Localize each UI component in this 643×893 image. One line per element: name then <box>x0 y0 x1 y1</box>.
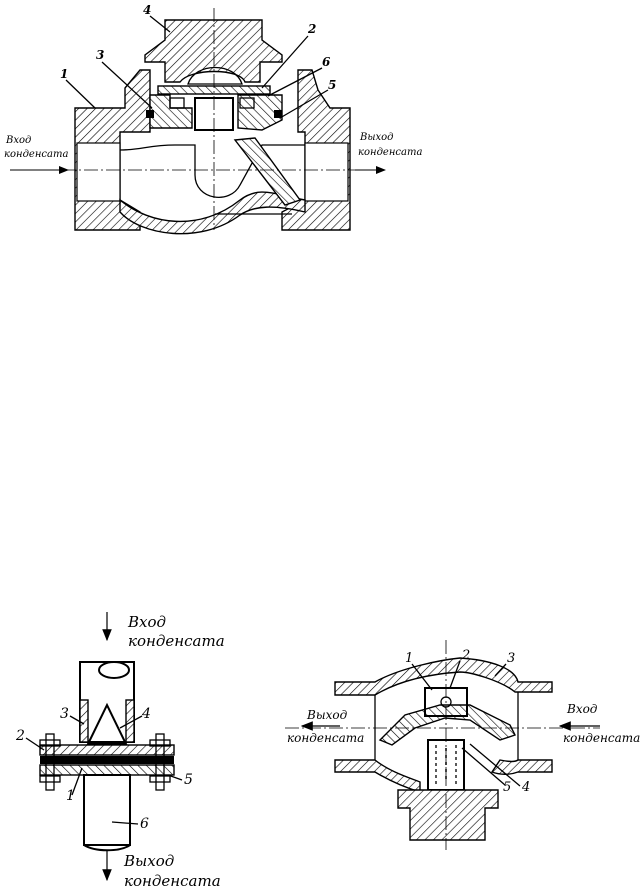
left-inlet-label-1: Вход <box>127 613 166 631</box>
right-plug <box>397 789 499 841</box>
left-outlet-label-1: Выход <box>123 852 174 870</box>
top-callout-4: 4 <box>143 3 151 17</box>
left-callout-6: 6 <box>140 816 149 832</box>
right-outlet-label-2: конденсата <box>287 731 364 745</box>
right-callout-5: 5 <box>503 780 511 795</box>
left-callout-4: 4 <box>141 706 151 722</box>
right-callout-1: 1 <box>405 651 413 666</box>
left-lower-flange <box>39 764 175 776</box>
left-callout-2: 2 <box>15 728 25 744</box>
top-outlet-label-1: Выход <box>359 132 394 143</box>
right-callout-3: 3 <box>507 651 515 666</box>
top-seat <box>149 94 193 129</box>
top-outlet-label-2: конденсата <box>358 147 422 158</box>
top-callout-2: 2 <box>307 22 316 36</box>
left-membrane <box>40 756 174 764</box>
top-callout-5: 5 <box>328 78 336 92</box>
top-callout-1: 1 <box>60 67 68 81</box>
top-callout-3: 3 <box>96 48 104 62</box>
right-callout-4: 4 <box>521 780 530 795</box>
top-dome <box>187 66 243 85</box>
top-callout-6: 6 <box>322 55 331 69</box>
left-figure: Вход конденсата Выход конденсата 1 2 3 <box>15 612 225 890</box>
left-lower-pipe <box>83 774 131 846</box>
left-cone <box>86 702 128 745</box>
left-upper-flange <box>39 744 175 756</box>
left-callout-3: 3 <box>60 706 69 722</box>
left-inlet-label-2: конденсата <box>128 632 225 650</box>
right-callout-2: 2 <box>461 648 470 663</box>
top-cap <box>144 19 283 83</box>
top-figure: Вход конденсата Выход конденсата 1 2 3 4… <box>4 3 422 235</box>
right-inlet-label-1: Вход <box>566 702 598 716</box>
left-callout-1: 1 <box>66 788 75 804</box>
left-callout-5: 5 <box>184 772 193 788</box>
top-seat-right <box>237 94 283 131</box>
right-figure: Выход конденсата Вход конденсата 1 2 3 4… <box>285 640 640 850</box>
right-inlet-label-2: конденсата <box>563 731 640 745</box>
top-inlet-label-1: Вход <box>5 135 31 146</box>
top-body <box>74 69 351 235</box>
right-outlet-label-1: Выход <box>306 708 348 722</box>
left-outlet-label-2: конденсата <box>124 872 221 890</box>
top-inlet-label-2: конденсата <box>4 149 68 160</box>
